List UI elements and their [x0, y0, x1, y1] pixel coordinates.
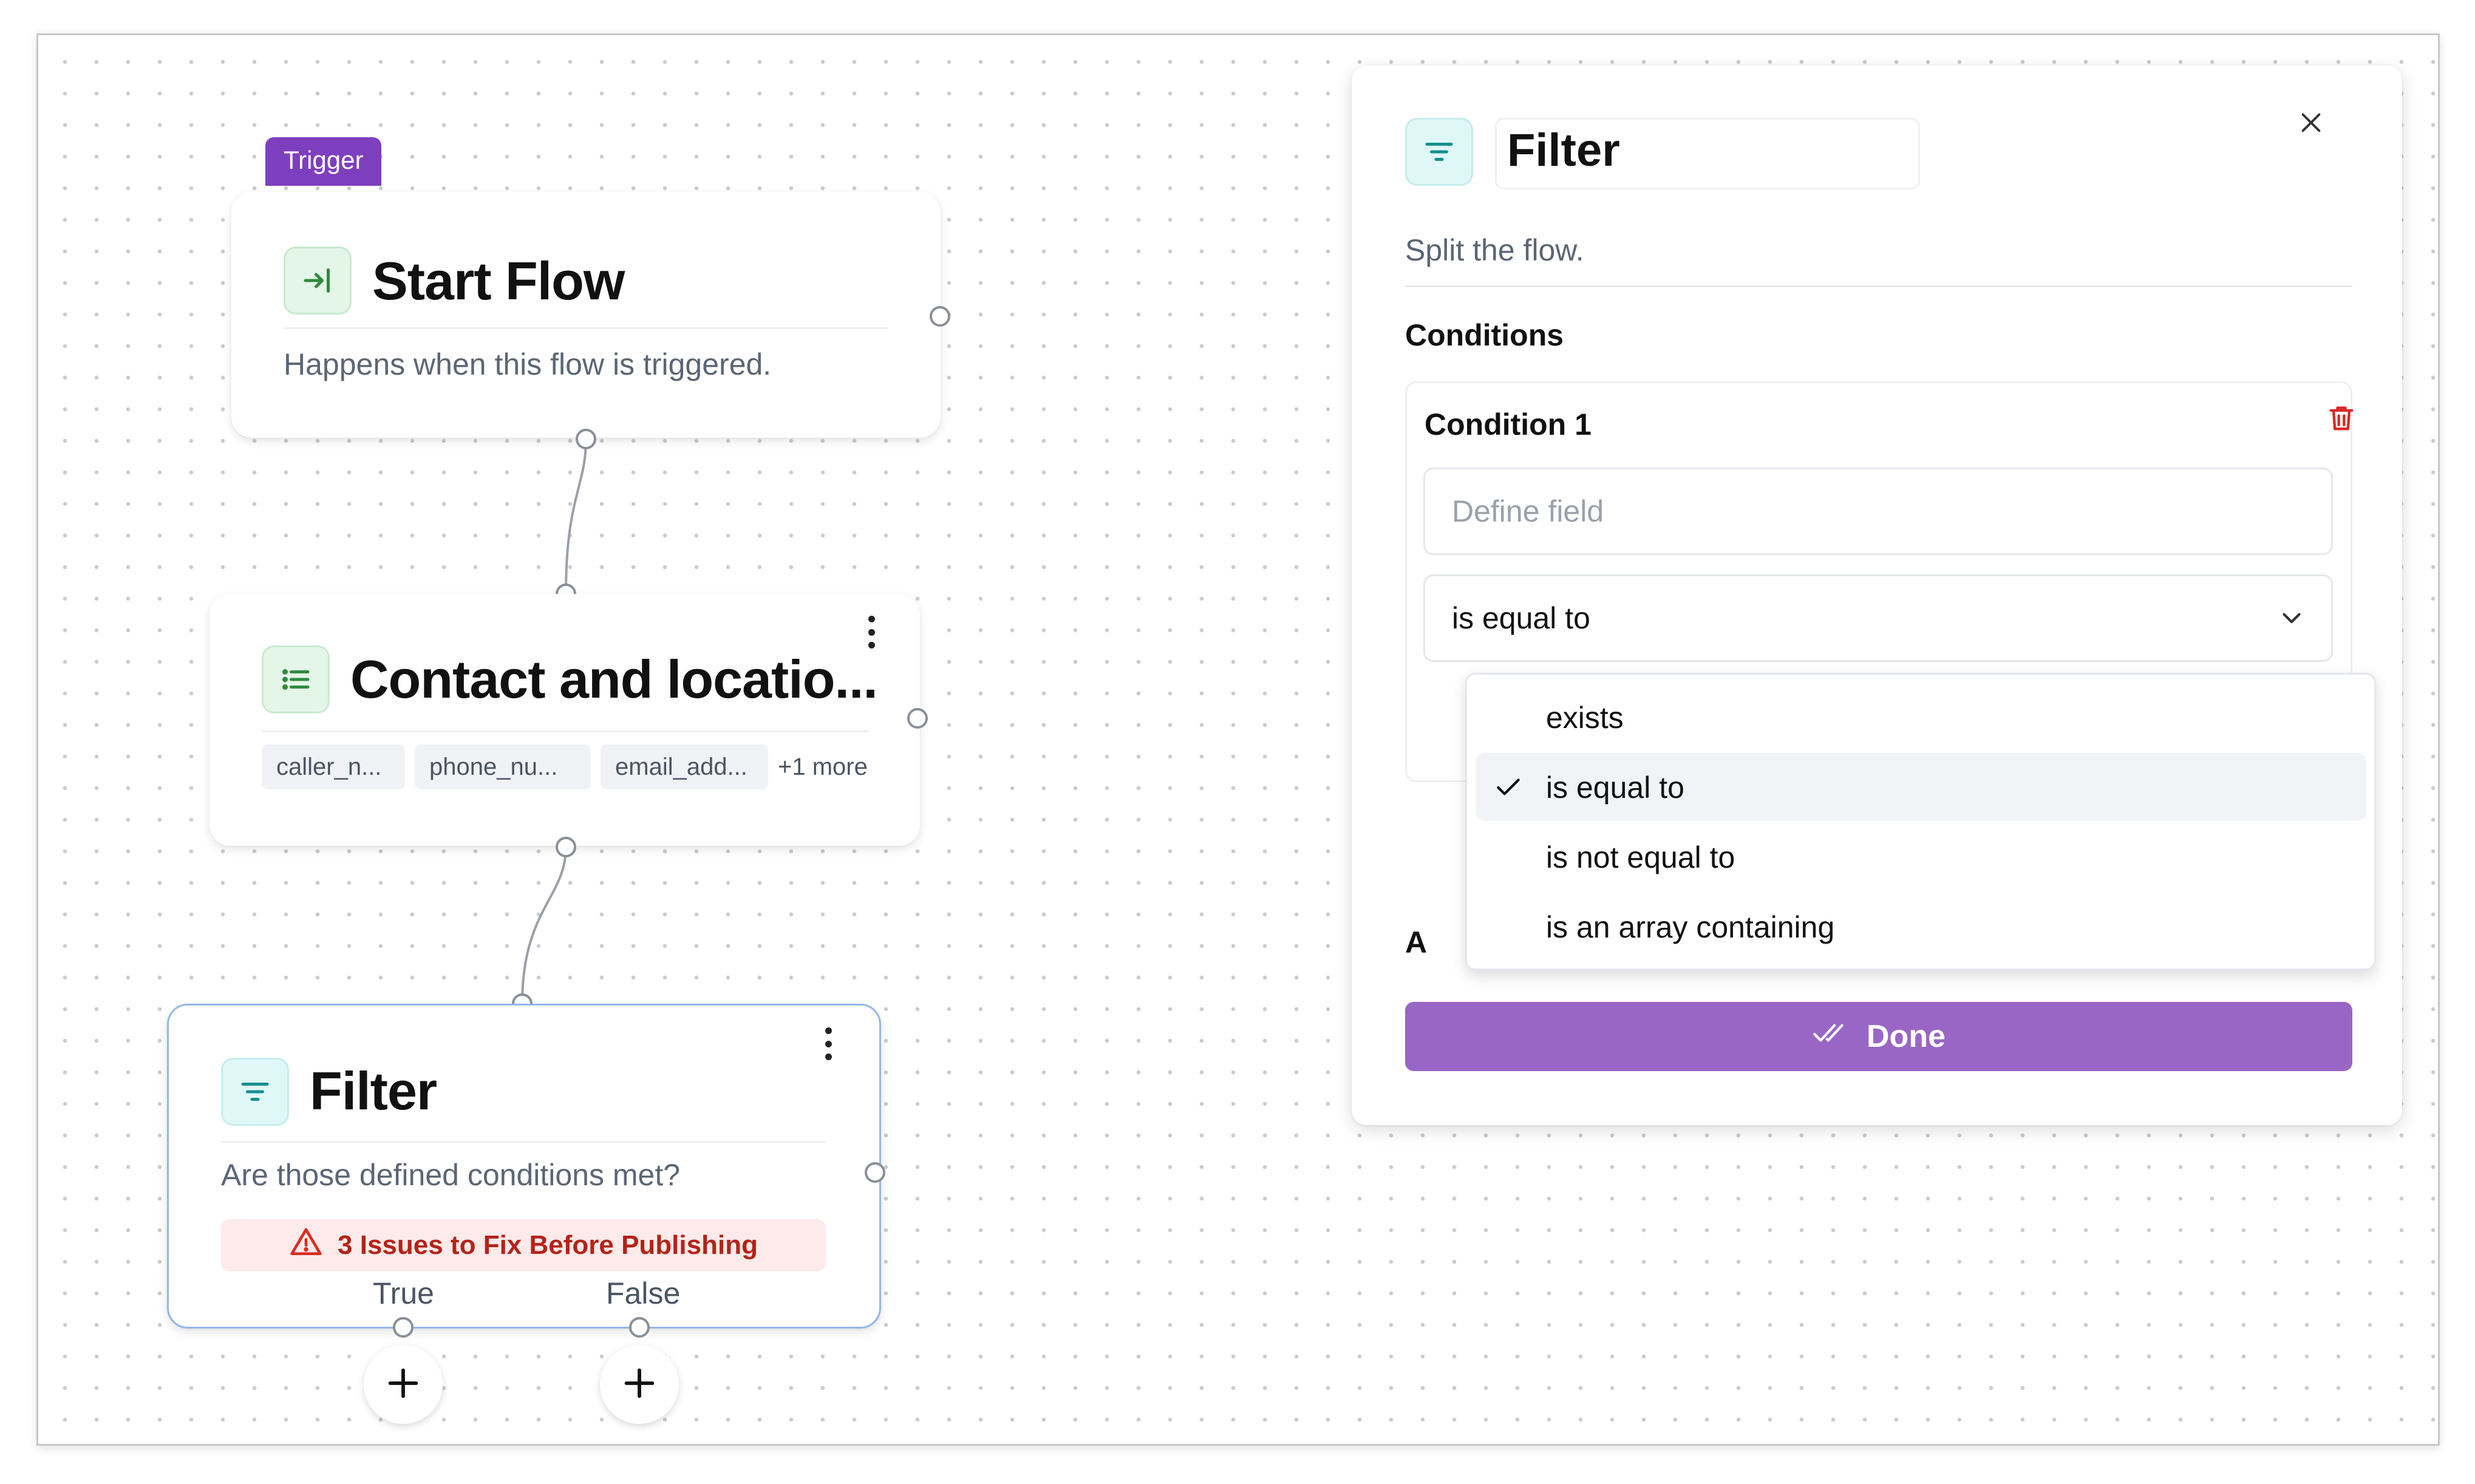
operator-select[interactable]: is equal to [1423, 574, 2333, 662]
start-flow-node[interactable]: Start Flow Happens when this flow is tri… [231, 192, 941, 438]
filter-node[interactable]: Filter Are those defined conditions met?… [167, 1004, 881, 1329]
chevron-down-icon [2276, 603, 2307, 636]
edge-contact-to-filter [521, 846, 567, 1004]
node-title: Start Flow [372, 251, 625, 311]
operator-dropdown-menu: exists is equal to is not equal to is an… [1465, 673, 2376, 970]
dropdown-option-is-an-array-containing[interactable]: is an array containing [1546, 910, 1835, 944]
double-check-icon [1812, 1018, 1850, 1055]
dropdown-option-is-equal-to[interactable]: is equal to [1476, 753, 2366, 821]
field-chip: email_add... [601, 744, 768, 789]
panel-title[interactable]: Filter [1507, 124, 1620, 176]
flow-canvas[interactable]: Trigger Start Flow Happens when this flo… [36, 33, 2440, 1446]
false-branch-handle[interactable] [629, 1317, 650, 1338]
node-divider [221, 1141, 826, 1143]
conditions-heading: Conditions [1405, 318, 1564, 352]
panel-subtitle: Split the flow. [1405, 233, 1584, 267]
trash-icon[interactable] [2326, 401, 2357, 439]
define-field-input[interactable] [1423, 468, 2333, 555]
node-title: Filter [310, 1061, 437, 1121]
contact-output-handle-bottom[interactable] [556, 837, 576, 857]
start-output-handle-right[interactable] [930, 306, 950, 327]
node-divider [284, 327, 888, 329]
dropdown-option-is-not-equal-to[interactable]: is not equal to [1546, 840, 1735, 874]
more-options-icon[interactable] [859, 612, 883, 652]
more-options-icon[interactable] [816, 1024, 840, 1064]
node-title: Contact and locatio... [350, 649, 878, 709]
true-branch-handle[interactable] [393, 1317, 414, 1338]
node-divider [262, 730, 869, 732]
add-step-false-button[interactable] [600, 1345, 679, 1424]
condition-label: Condition 1 [1425, 407, 1592, 441]
contact-node[interactable]: Contact and locatio... caller_n... phone… [209, 594, 920, 846]
section-label-partial: A [1405, 925, 1428, 959]
plus-icon [384, 1364, 423, 1406]
filter-icon [221, 1058, 289, 1126]
more-fields-count: +1 more [778, 754, 868, 780]
issues-warning[interactable]: 3 Issues to Fix Before Publishing [221, 1219, 826, 1271]
contact-output-handle-right[interactable] [907, 708, 928, 729]
node-description: Happens when this flow is triggered. [284, 347, 772, 381]
start-output-handle-bottom[interactable] [576, 429, 596, 449]
filter-output-handle-right[interactable] [865, 1162, 885, 1183]
warning-triangle-icon [289, 1225, 323, 1266]
dropdown-option-exists[interactable]: exists [1546, 701, 1624, 735]
done-button-label: Done [1867, 1019, 1946, 1054]
warning-text: 3 Issues to Fix Before Publishing [338, 1230, 758, 1260]
add-step-true-button[interactable] [364, 1345, 443, 1424]
check-icon [1493, 772, 1523, 810]
operator-select-value: is equal to [1452, 601, 1590, 635]
branch-label-false: False [606, 1276, 681, 1310]
list-icon [262, 645, 330, 713]
filter-icon [1405, 118, 1473, 186]
node-description: Are those defined conditions met? [221, 1158, 681, 1192]
edge-start-to-contact [565, 438, 587, 594]
panel-title-field[interactable] [1495, 118, 1920, 189]
login-arrow-icon [284, 247, 352, 315]
done-button[interactable]: Done [1405, 1002, 2352, 1071]
field-chip: phone_nu... [415, 744, 591, 789]
trigger-tag: Trigger [265, 137, 382, 186]
close-icon[interactable] [2293, 104, 2329, 141]
branch-label-true: True [373, 1276, 434, 1310]
plus-icon [620, 1364, 659, 1406]
panel-divider [1405, 285, 2352, 287]
field-chip: caller_n... [262, 744, 405, 789]
